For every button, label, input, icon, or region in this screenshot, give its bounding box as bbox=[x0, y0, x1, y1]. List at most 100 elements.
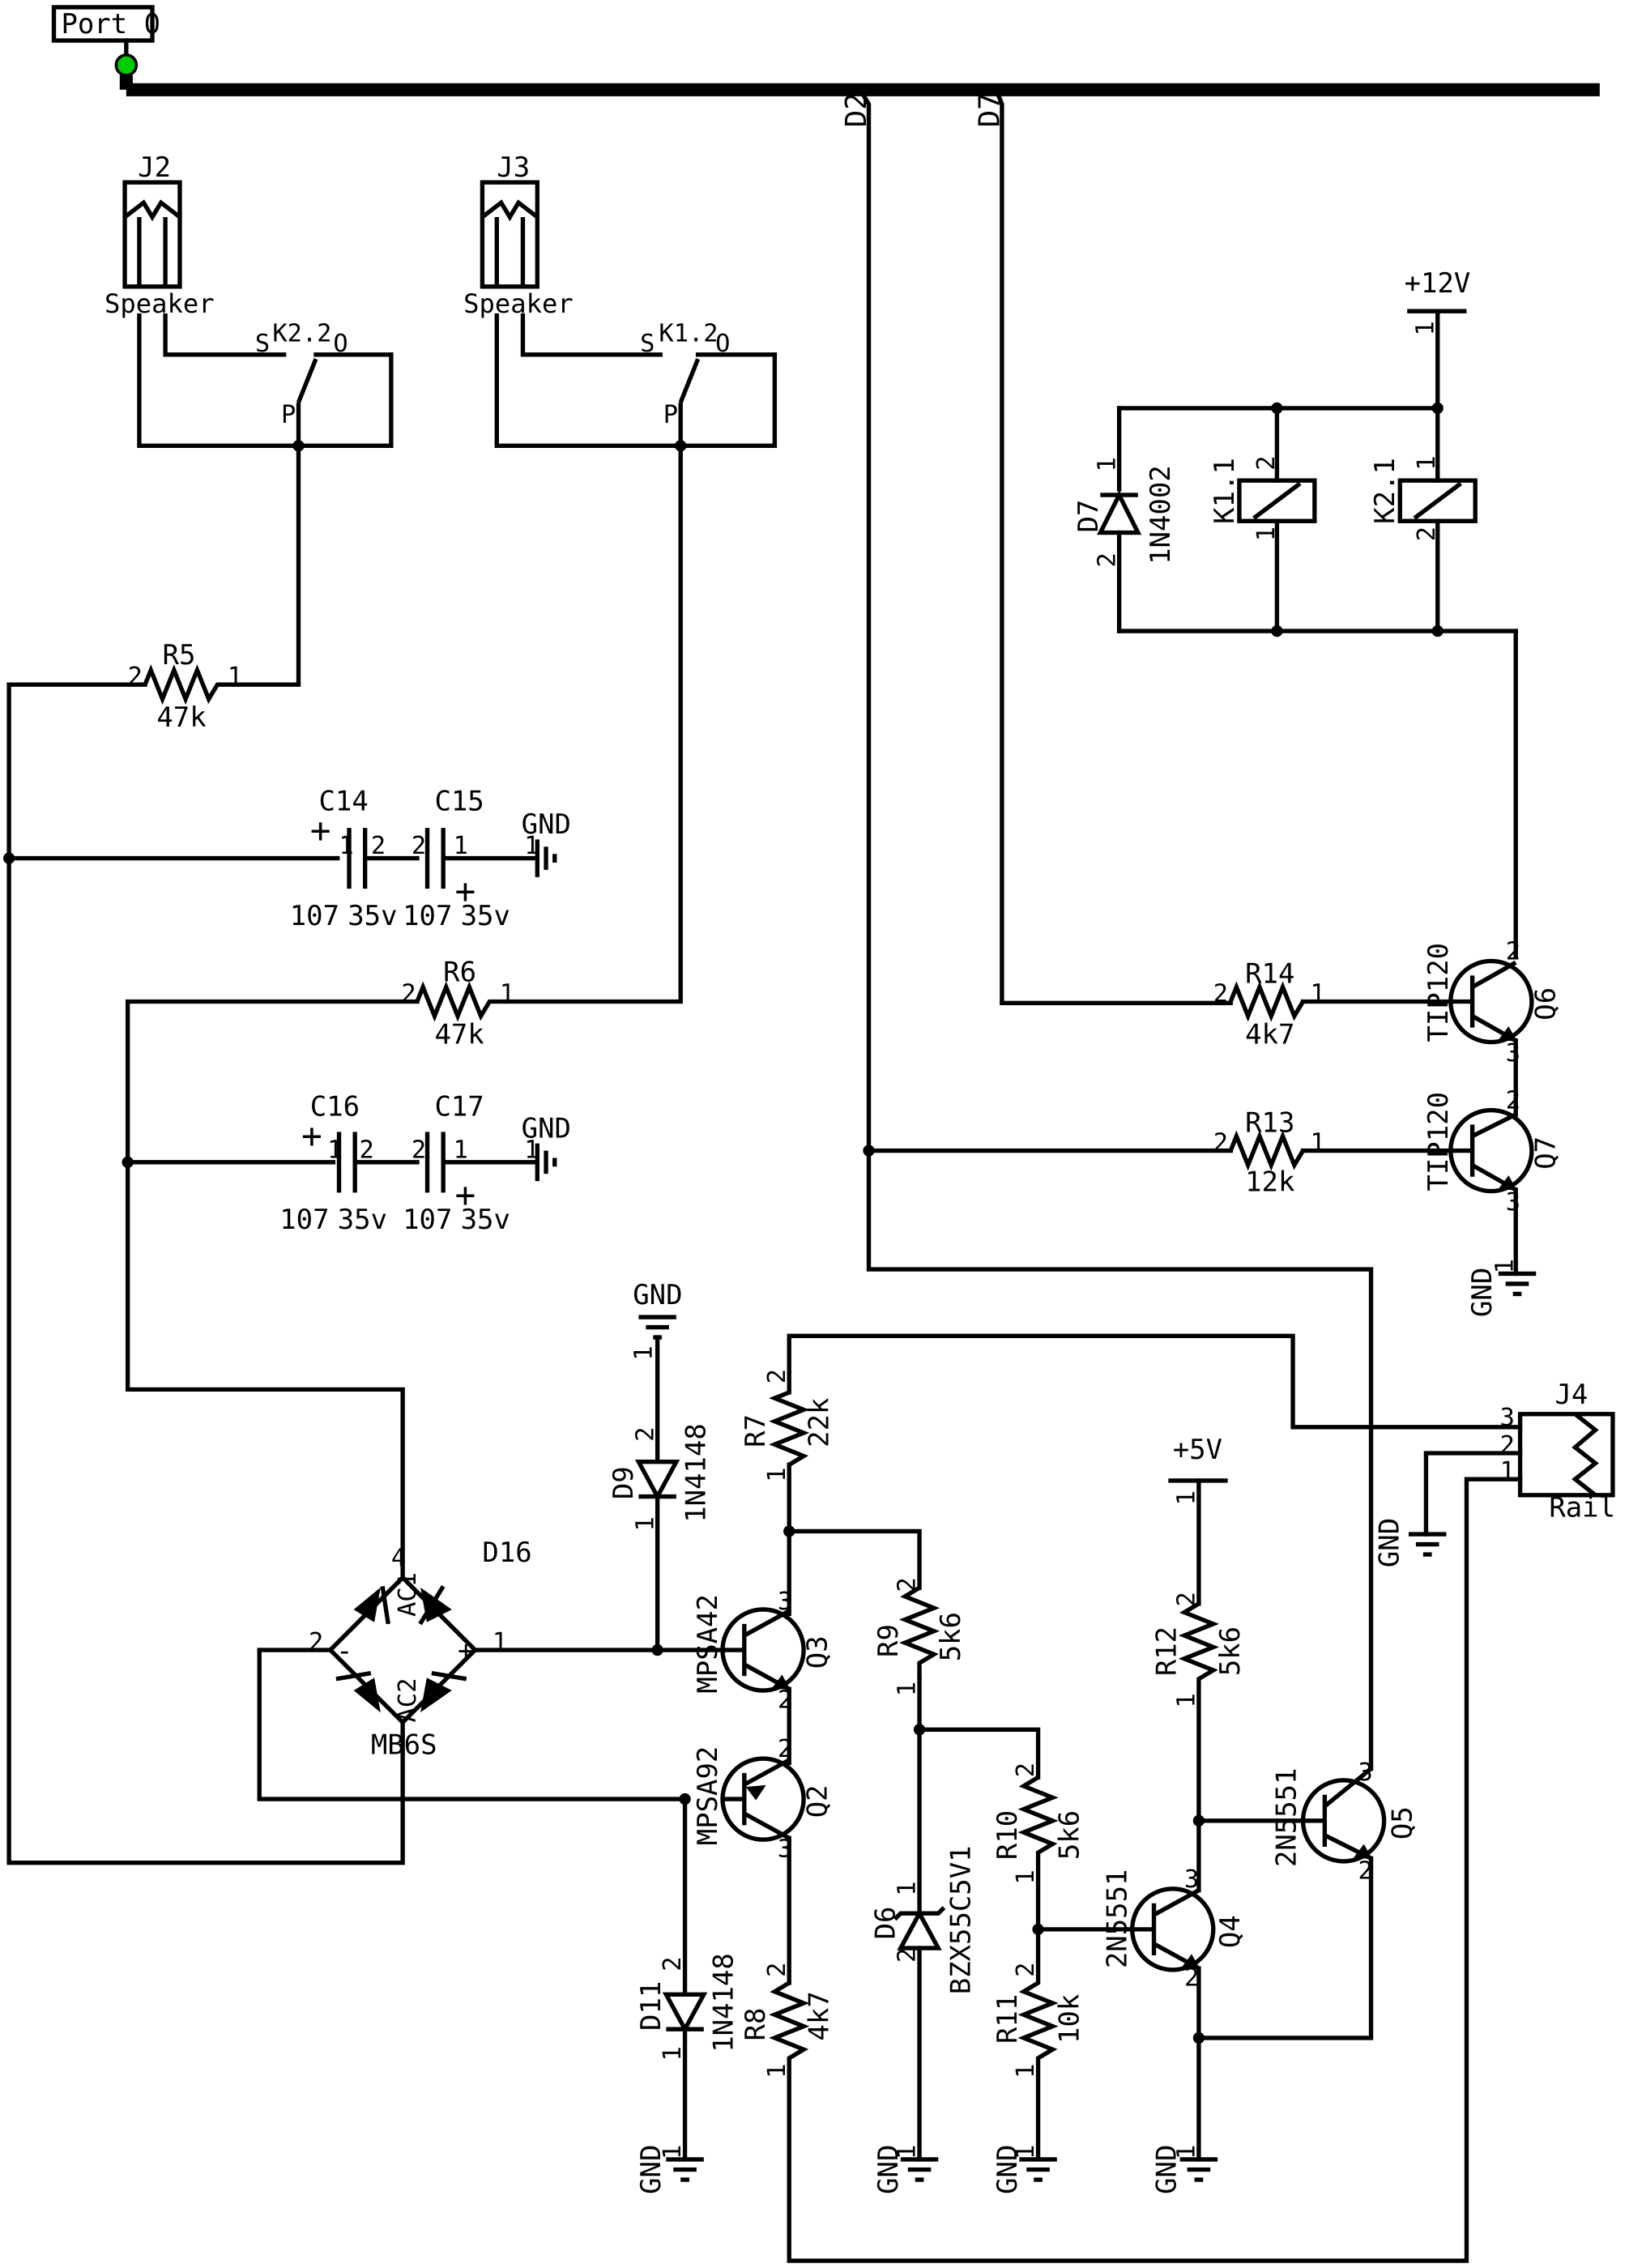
svg-text:GND: GND bbox=[633, 1279, 682, 1311]
svg-text:MPSA92: MPSA92 bbox=[692, 1746, 724, 1846]
svg-text:5k6: 5k6 bbox=[1054, 1810, 1086, 1860]
svg-text:+: + bbox=[310, 811, 331, 851]
svg-text:D9: D9 bbox=[608, 1466, 640, 1499]
svg-text:2: 2 bbox=[1252, 455, 1281, 470]
svg-text:K2.2: K2.2 bbox=[272, 320, 331, 348]
svg-text:1: 1 bbox=[763, 2064, 791, 2078]
transistor-q2[interactable]: MPSA92 Q2 2 3 bbox=[692, 1735, 834, 1863]
capacitor-c14[interactable]: C14 + 1 2 107 35v bbox=[290, 786, 398, 932]
port-0[interactable]: Port 0 bbox=[51, 5, 161, 43]
svg-text:2: 2 bbox=[1500, 1431, 1515, 1460]
svg-text:2N5551: 2N5551 bbox=[1102, 1869, 1134, 1969]
diode-d11[interactable]: D11 1N4148 2 1 bbox=[635, 1953, 740, 2061]
gnd-symbol-j4: GND bbox=[1373, 1518, 1447, 1567]
resistor-r7[interactable]: R7 22k 2 1 bbox=[740, 1369, 836, 1482]
svg-text:R13: R13 bbox=[1245, 1106, 1294, 1139]
svg-text:2: 2 bbox=[360, 1136, 374, 1164]
svg-text:MPSA42: MPSA42 bbox=[692, 1594, 724, 1694]
diode-d7[interactable]: D7 1N4002 1 2 bbox=[1072, 406, 1177, 633]
svg-text:Port 0: Port 0 bbox=[61, 8, 160, 40]
connector-j2[interactable]: J2 Speaker bbox=[104, 151, 215, 319]
svg-text:1: 1 bbox=[1012, 2145, 1040, 2159]
svg-text:2: 2 bbox=[778, 1735, 792, 1763]
bridge-rectifier-d16[interactable]: D16 AC1 AC2 - + 2 1 4 MB6S bbox=[309, 1537, 532, 1762]
resistor-r13[interactable]: R13 2 1 12k bbox=[1213, 1106, 1325, 1198]
svg-text:C16: C16 bbox=[310, 1091, 360, 1123]
svg-text:1: 1 bbox=[1173, 1693, 1201, 1707]
svg-text:2: 2 bbox=[412, 832, 426, 860]
connector-j3[interactable]: J3 Speaker bbox=[463, 151, 574, 319]
svg-text:10k: 10k bbox=[1054, 1994, 1086, 2044]
svg-text:2: 2 bbox=[893, 1948, 922, 1963]
relay-coil-k1-1[interactable]: K1.1 2 1 bbox=[1209, 406, 1317, 633]
svg-text:35v: 35v bbox=[461, 1204, 510, 1236]
svg-text:4: 4 bbox=[391, 1544, 406, 1572]
svg-text:4k7: 4k7 bbox=[1245, 1018, 1294, 1051]
resistor-r11[interactable]: R11 10k 2 1 bbox=[991, 1929, 1086, 2159]
svg-text:1N4148: 1N4148 bbox=[680, 1423, 713, 1523]
zener-diode-d6[interactable]: D6 BZX55C5V1 1 2 bbox=[870, 1845, 978, 1994]
svg-text:2: 2 bbox=[1012, 1763, 1040, 1777]
svg-text:2: 2 bbox=[631, 1426, 659, 1441]
svg-text:1: 1 bbox=[893, 2145, 922, 2159]
svg-text:47k: 47k bbox=[156, 701, 206, 734]
capacitor-c15[interactable]: C15 2 1 + 107 35v bbox=[403, 786, 510, 932]
transistor-q3[interactable]: MPSA42 Q3 3 2 bbox=[692, 1588, 834, 1715]
svg-text:3: 3 bbox=[1358, 1759, 1372, 1787]
svg-text:1N4148: 1N4148 bbox=[708, 1953, 740, 2053]
resistor-r9[interactable]: R9 5k6 2 1 bbox=[872, 1577, 967, 1696]
diode-d9[interactable]: D9 1N4148 2 1 bbox=[608, 1423, 712, 1531]
relay-contact-k2-2: K2.2 S O P bbox=[255, 320, 394, 449]
svg-text:+: + bbox=[301, 1116, 322, 1157]
resistor-r10[interactable]: R10 5k6 2 1 bbox=[991, 1763, 1086, 1929]
transistor-q4[interactable]: 2N5551 Q4 3 2 bbox=[1102, 1865, 1247, 1993]
svg-text:2: 2 bbox=[128, 663, 143, 691]
svg-text:1: 1 bbox=[631, 1516, 659, 1531]
svg-text:1: 1 bbox=[1173, 2145, 1201, 2159]
svg-text:GND: GND bbox=[1373, 1518, 1405, 1567]
resistor-r12[interactable]: R12 5k6 2 1 bbox=[1150, 1592, 1247, 1821]
svg-text:GND: GND bbox=[991, 2145, 1024, 2194]
svg-text:+5V: +5V bbox=[1173, 1434, 1222, 1466]
svg-text:2: 2 bbox=[1506, 938, 1520, 966]
svg-text:2: 2 bbox=[763, 1369, 791, 1383]
svg-text:107: 107 bbox=[279, 1204, 329, 1236]
svg-text:GND: GND bbox=[635, 2145, 667, 2194]
svg-text:D11: D11 bbox=[635, 1981, 667, 2031]
resistor-r14[interactable]: R14 2 1 4k7 bbox=[1213, 957, 1325, 1051]
svg-text:O: O bbox=[715, 330, 730, 358]
svg-text:1N4002: 1N4002 bbox=[1145, 465, 1177, 565]
port-indicator bbox=[114, 53, 139, 77]
svg-text:J4: J4 bbox=[1554, 1379, 1588, 1411]
transistor-q7[interactable]: TIP120 Q7 2 3 bbox=[1422, 1087, 1562, 1217]
resistor-r8[interactable]: R8 4k7 2 1 bbox=[740, 1963, 836, 2078]
svg-text:1: 1 bbox=[659, 2046, 687, 2061]
svg-text:1: 1 bbox=[1411, 321, 1439, 335]
relay-coil-k2-1[interactable]: K2.1 1 2 bbox=[1369, 406, 1478, 633]
svg-text:K1.1: K1.1 bbox=[1209, 458, 1241, 524]
svg-text:Q4: Q4 bbox=[1214, 1915, 1247, 1948]
svg-text:5k6: 5k6 bbox=[935, 1612, 967, 1661]
transistor-q5[interactable]: 2N5551 Q5 3 2 bbox=[1271, 1759, 1419, 1886]
transistor-q6[interactable]: TIP120 Q6 2 3 bbox=[1422, 938, 1562, 1068]
gnd-symbol-r11: GND 1 bbox=[991, 2145, 1057, 2194]
svg-text:2: 2 bbox=[1093, 552, 1121, 567]
svg-text:2: 2 bbox=[763, 1963, 791, 1977]
svg-text:P: P bbox=[663, 401, 678, 429]
svg-text:4k7: 4k7 bbox=[803, 1991, 835, 2040]
svg-text:1: 1 bbox=[1500, 1457, 1515, 1486]
svg-text:C14: C14 bbox=[319, 786, 369, 818]
capacitor-c17[interactable]: C17 2 1 + 107 35v bbox=[403, 1091, 510, 1236]
svg-text:107: 107 bbox=[403, 1204, 452, 1236]
svg-text:2: 2 bbox=[1213, 1129, 1228, 1157]
gnd-symbol-c15: GND 1 bbox=[522, 808, 571, 877]
svg-text:2: 2 bbox=[1012, 1963, 1040, 1977]
svg-text:-: - bbox=[336, 1635, 352, 1668]
svg-text:R10: R10 bbox=[991, 1810, 1024, 1860]
svg-text:3: 3 bbox=[1506, 1188, 1520, 1217]
svg-text:Rail: Rail bbox=[1549, 1492, 1615, 1524]
svg-text:107: 107 bbox=[290, 900, 339, 932]
svg-text:2: 2 bbox=[309, 1628, 323, 1656]
svg-text:2: 2 bbox=[412, 1136, 426, 1164]
